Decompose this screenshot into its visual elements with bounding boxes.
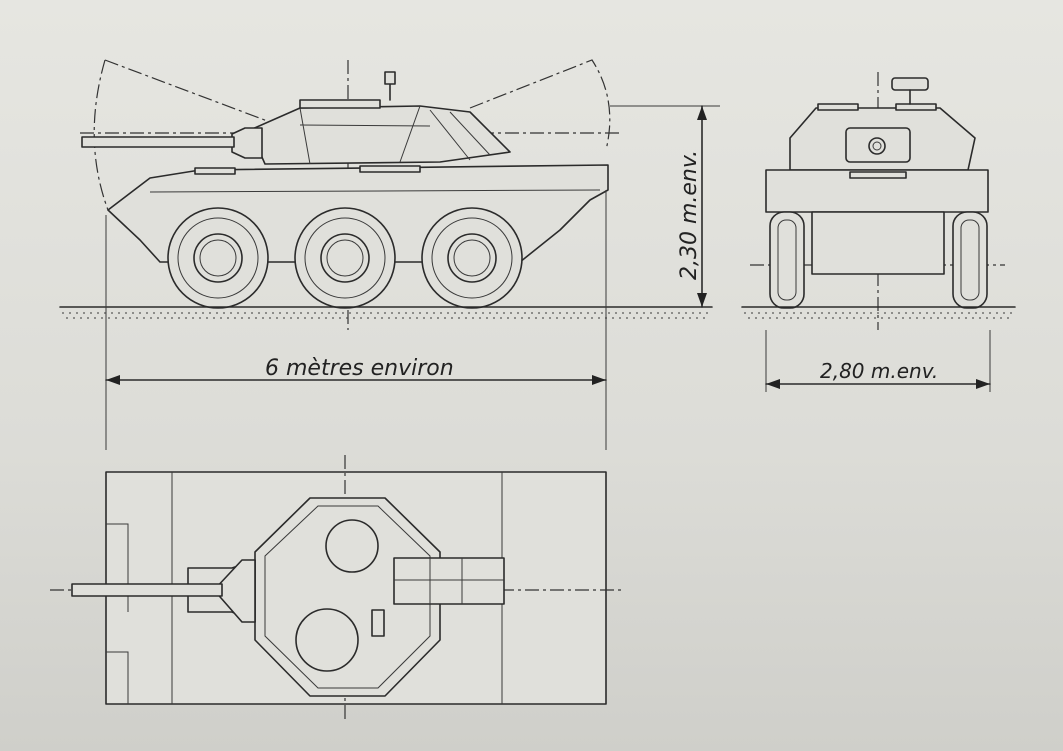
wheel-3 [421,207,523,309]
front-wheel-left [769,211,805,309]
gun-muzzle [868,137,886,155]
wheel-2 [294,207,396,309]
gun-mantlet [231,127,263,159]
cupola [299,99,381,109]
width-label: 2,80 m.env. [820,359,938,383]
front-hatch-left [817,103,859,111]
hatch-front [194,167,236,175]
width-dimension: 2,80 m.env. [765,359,991,389]
gun-barrel [81,136,235,148]
ground-hatch-side [62,312,710,319]
wheel-1 [167,207,269,309]
length-dimension: 6 mètres environ [105,356,607,385]
top-view [50,455,625,720]
plan-bustle [393,557,505,605]
front-hatch-right [895,103,937,111]
front-view [741,72,1016,392]
plan-hatch-bottom [295,608,359,672]
hatch-rear [359,165,421,173]
plan-hatch-top [325,519,379,573]
height-label: 2,30 m.env. [677,150,702,280]
front-gun-mantlet [845,127,911,163]
front-lower-hull [811,211,945,275]
side-view [59,59,713,450]
length-label: 6 mètres environ [265,356,454,381]
periscope [384,71,396,85]
turret-detail [299,105,491,165]
gun-arc-rear [469,59,611,151]
hull-line [149,189,601,193]
front-hull-hatch [849,171,907,179]
height-dimension: 2,30 m.env. [610,105,720,308]
plan-gun-barrel [71,583,223,597]
front-wheel-right [952,211,988,309]
front-periscope [891,77,929,91]
plan-periscope [371,609,385,637]
